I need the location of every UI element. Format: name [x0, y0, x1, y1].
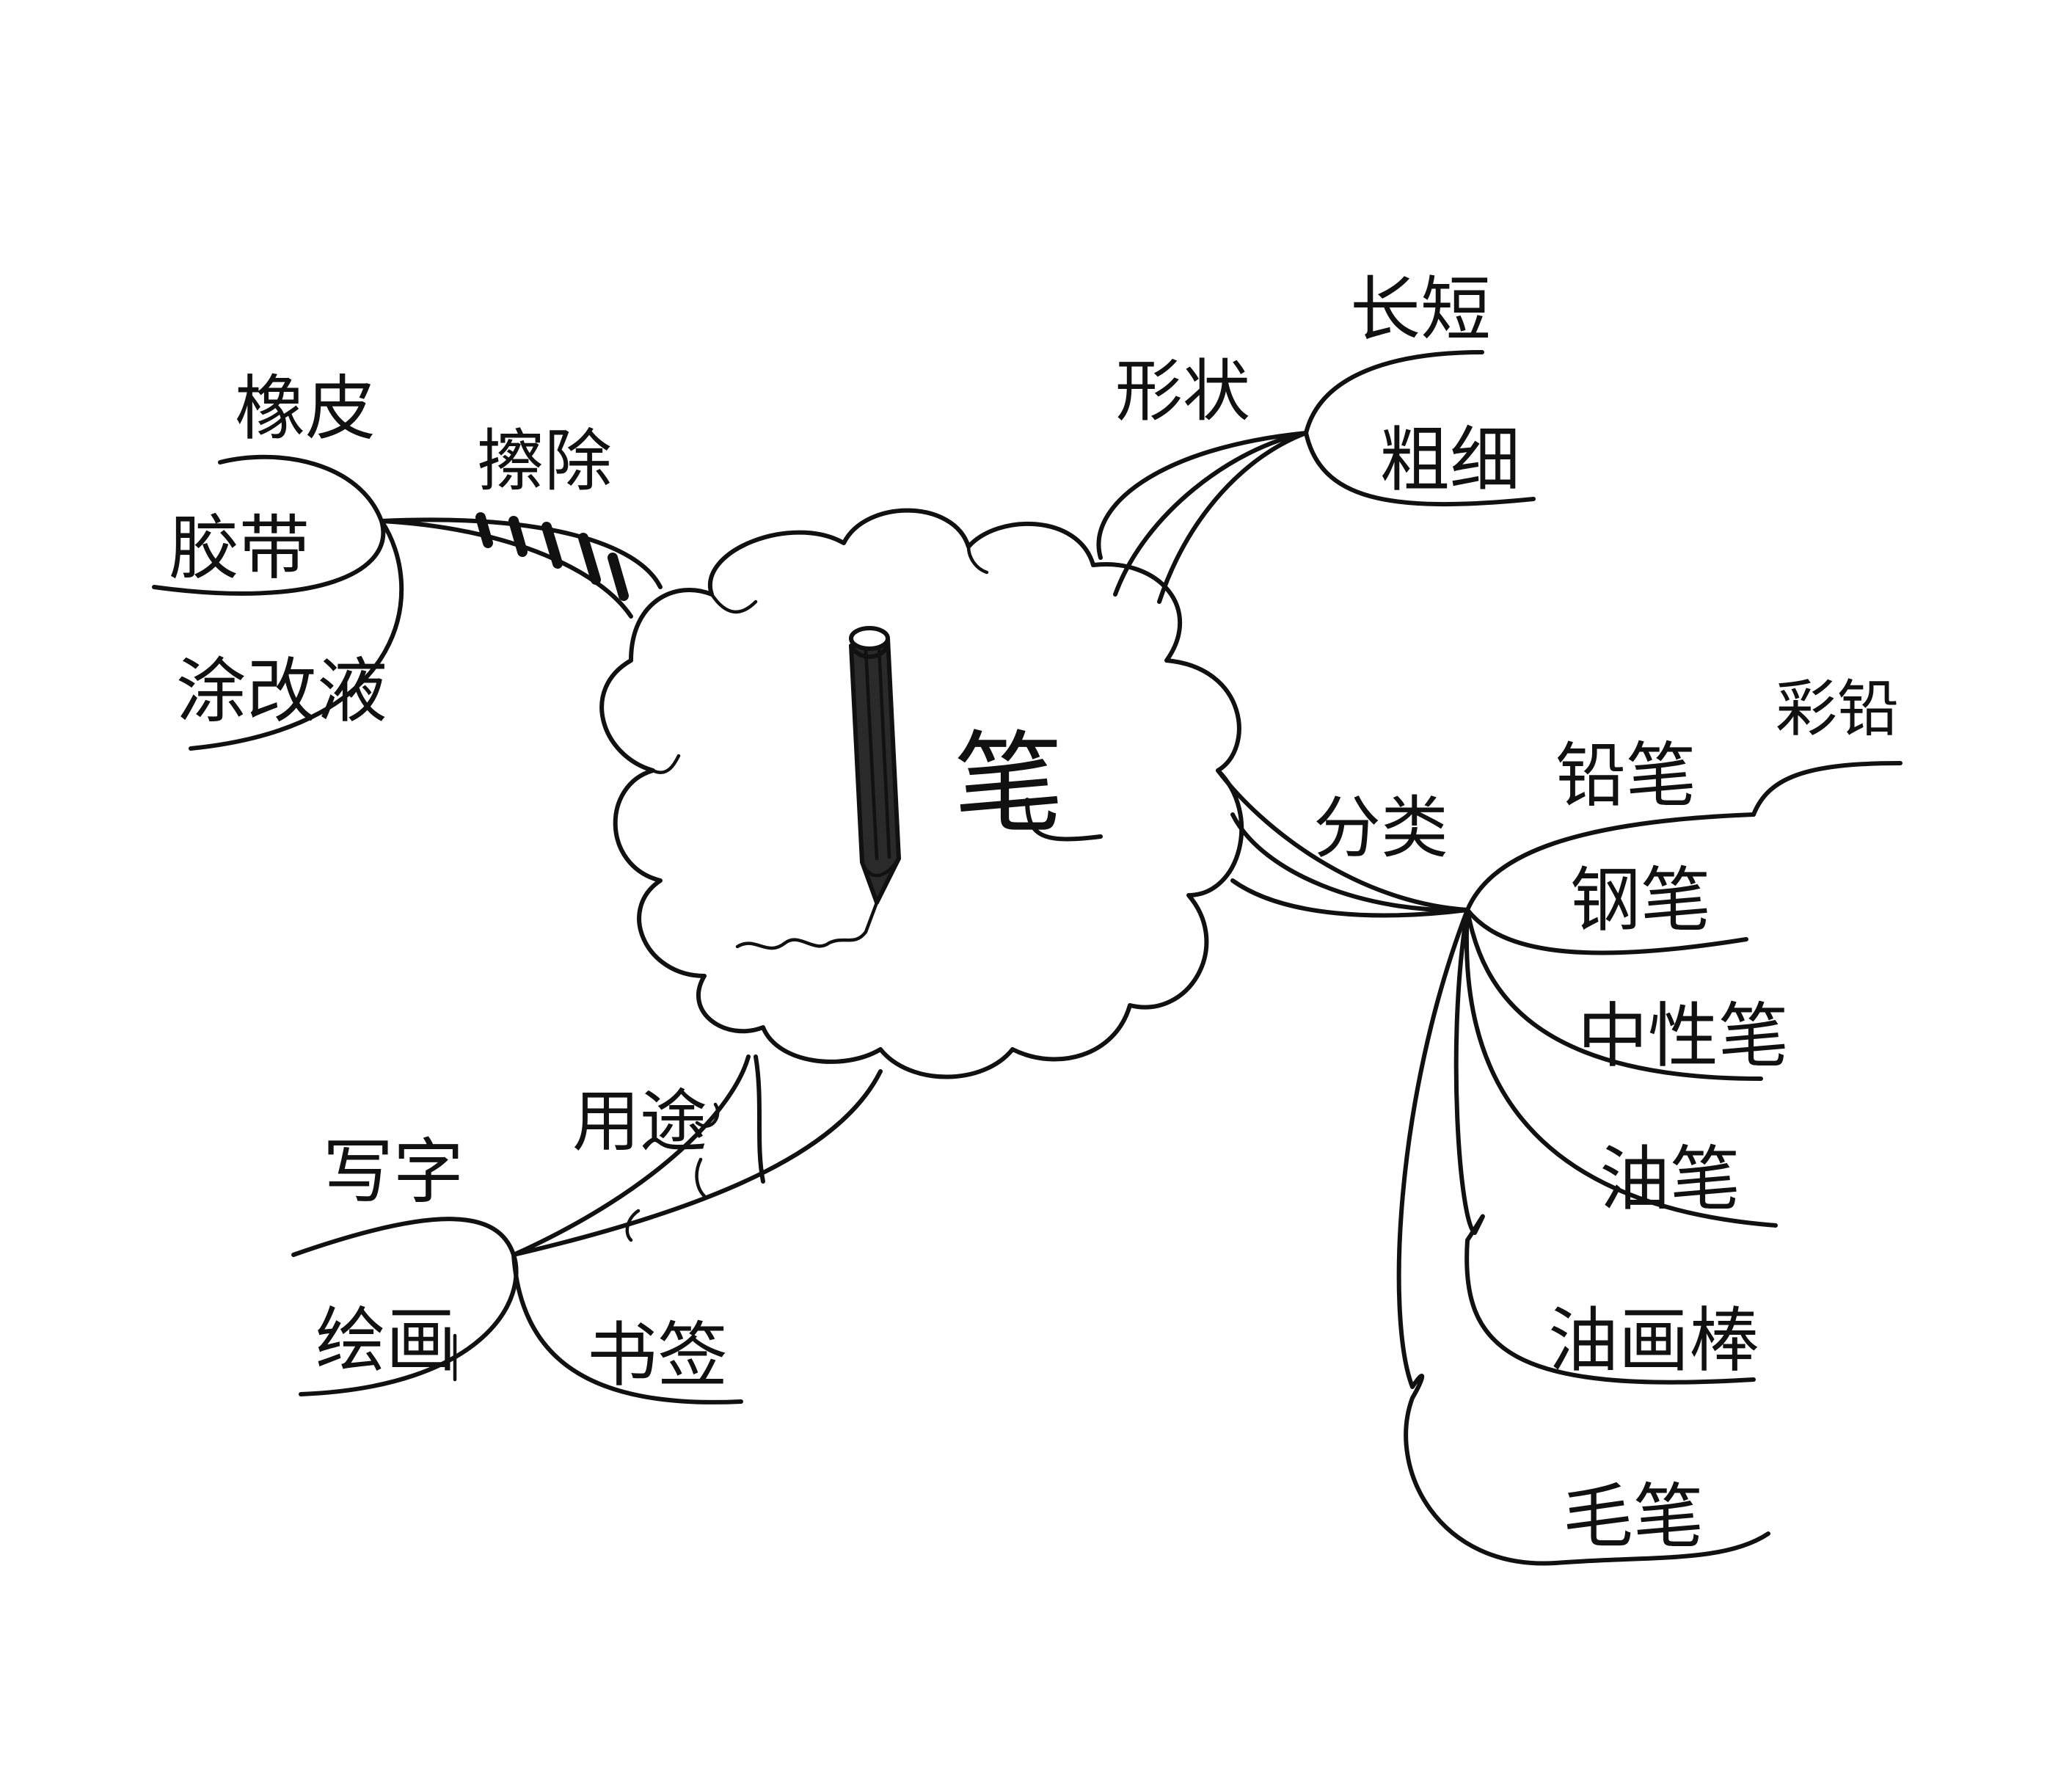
usage-leaf-bookmark: 书签 [587, 1314, 728, 1396]
category-leaf-fountain-pen: 钢笔 [1570, 859, 1711, 941]
shape-leaf-curve-2 [1304, 431, 1536, 507]
category-leaf-curve-ballpoint [1464, 908, 1778, 1228]
category-leaf-oil-pastel: 油画棒 [1548, 1300, 1759, 1382]
branch-erase-stripes [475, 512, 629, 601]
pencil-eraser [849, 626, 890, 651]
center-cloud-outline [599, 508, 1244, 1079]
usage-leaf-drawing: 绘画 [315, 1300, 456, 1382]
branch-erase-stem-bottom [379, 519, 633, 619]
branch-usage-stem-3 [754, 1054, 765, 1184]
center-node: 笔 [599, 508, 1244, 1079]
category-leaf-ballpoint: 油笔 [1599, 1138, 1740, 1220]
branch-shape-label: 形状 [1115, 352, 1250, 431]
pencil-stripes [864, 644, 891, 861]
pencil-icon [735, 626, 901, 950]
center-label: 笔 [954, 721, 1064, 848]
usage-leaf-curve-bookmark [511, 1253, 743, 1405]
branch-category-stem-2 [1230, 812, 1470, 913]
branch-usage-stem-2 [511, 1069, 883, 1257]
erase-leaf-eraser: 橡皮 [235, 368, 376, 450]
erase-leaf-tape: 胶带 [169, 507, 310, 589]
branch-erase-stem-top [379, 517, 663, 589]
erase-leaf-correction-fluid: 涂改液 [176, 650, 387, 732]
branch-erase: 擦除 橡皮 胶带 涂改液 [152, 368, 663, 751]
category-leaf-curve-brush [1396, 908, 1770, 1566]
shape-leaf-curve-1 [1304, 350, 1484, 435]
category-sub-color-pencil: 彩铅 [1776, 673, 1899, 745]
branch-usage-stem-1 [511, 1054, 751, 1257]
branch-erase-label: 擦除 [477, 422, 612, 500]
category-leaf-curve-pencil [1465, 812, 1756, 912]
erase-leaf-curve-1 [218, 454, 384, 523]
usage-leaf-curve-writing [291, 1217, 516, 1257]
category-leaf-curve-oil-pastel [1453, 908, 1756, 1385]
branch-category-stem-3 [1230, 878, 1470, 918]
branch-usage-flourish [625, 1102, 720, 1242]
category-leaf-curve-pencil-sub [1751, 761, 1903, 817]
branch-shape-stem-top [1096, 431, 1308, 560]
shape-leaf-thickness: 粗细 [1379, 419, 1520, 501]
branch-category-stem-1 [1216, 768, 1470, 912]
erase-leaf-curve-2 [152, 519, 386, 596]
branch-category: 分类 彩铅 铅笔 钢笔 中性笔 油笔 油画棒 毛笔 [1216, 673, 1903, 1566]
branch-shape-stem-mid [1113, 431, 1308, 597]
pencil-ferrule [849, 644, 890, 659]
category-leaf-curve-gel-pen [1465, 908, 1763, 1081]
usage-leaf-writing: 写字 [323, 1131, 464, 1213]
pencil-tip-line [860, 856, 901, 878]
erase-leaf-curve-3 [189, 519, 404, 751]
category-leaf-curve-fountain-pen [1465, 908, 1748, 955]
category-leaf-pencil: 铅笔 [1555, 735, 1696, 817]
category-leaf-brush: 毛笔 [1563, 1476, 1704, 1558]
shape-leaf-length: 长短 [1350, 269, 1491, 351]
pencil-scribble [735, 900, 879, 950]
category-leaf-gel-pen: 中性笔 [1577, 995, 1789, 1077]
branch-usage-label: 用途 [572, 1082, 707, 1161]
center-label-tail [1025, 798, 1103, 842]
branch-usage: 用途 写字 绘画 书签 [291, 1054, 883, 1405]
pencil-body [849, 636, 901, 905]
branch-shape: 形状 长短 粗细 [1096, 269, 1536, 604]
center-cloud-inner-curl [651, 544, 989, 774]
branch-category-label: 分类 [1313, 789, 1448, 867]
branch-shape-stem-bottom [1157, 431, 1308, 604]
